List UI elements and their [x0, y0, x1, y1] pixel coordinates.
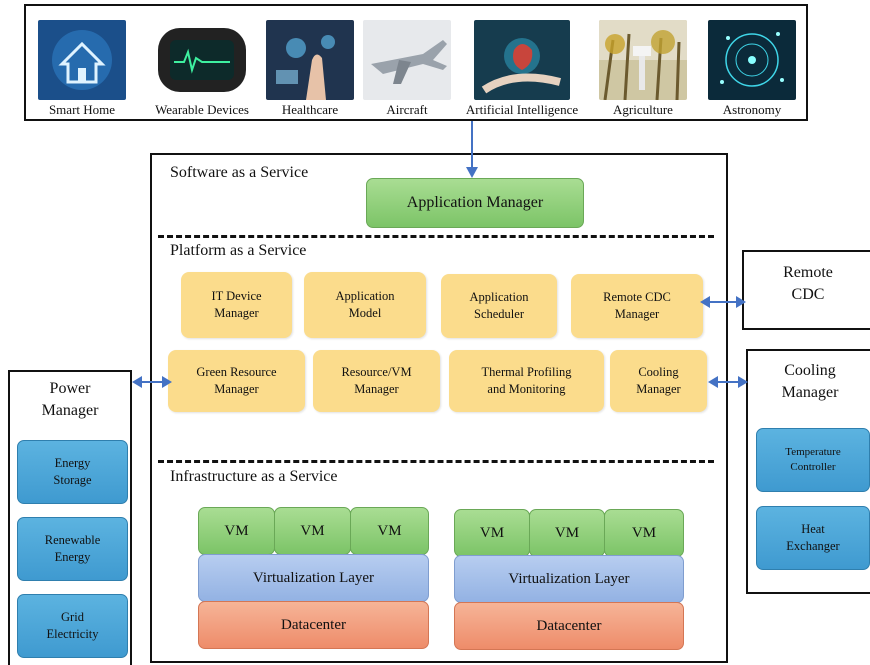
- aircraft-icon: [363, 20, 451, 100]
- cooling-manager-panel: [746, 349, 870, 594]
- temperature-controller-box: Temperature Controller: [756, 428, 870, 492]
- vm-box: VM: [198, 507, 275, 555]
- remote-cdc-panel: [742, 250, 870, 330]
- arrow-apps-to-saas: [466, 121, 478, 178]
- app-label: Wearable Devices: [155, 102, 249, 117]
- vm-box: VM: [350, 507, 429, 555]
- cooling-manager-box: Cooling Manager: [610, 350, 707, 412]
- remote-cdc-manager-box: Remote CDC Manager: [571, 274, 703, 338]
- datacenter-box: Datacenter: [198, 601, 429, 649]
- application-model-box: Application Model: [304, 272, 426, 338]
- power-manager-title: Power Manager: [41, 380, 99, 420]
- app-aircraft: Aircraft: [362, 20, 452, 118]
- it-device-manager-box: IT Device Manager: [181, 272, 292, 338]
- app-label: Smart Home: [48, 102, 116, 117]
- vm-box: VM: [454, 509, 530, 557]
- vm-box: VM: [604, 509, 684, 557]
- green-resource-manager-box: Green Resource Manager: [168, 350, 305, 412]
- thermal-profiling-box: Thermal Profiling and Monitoring: [449, 350, 604, 412]
- application-scheduler-box: Application Scheduler: [441, 274, 557, 338]
- arrow-cooling-manager: [708, 376, 748, 388]
- power-manager-panel: [8, 370, 132, 665]
- artificial-intelligence-icon: [474, 20, 570, 100]
- renewable-energy-box: Renewable Energy: [17, 517, 128, 581]
- paas-iaas-divider: [158, 460, 714, 463]
- agriculture-icon: [599, 20, 687, 100]
- app-label: Aircraft: [386, 102, 428, 117]
- vm-box: VM: [274, 507, 351, 555]
- heat-exchanger-box: Heat Exchanger: [756, 506, 870, 570]
- app-artificial-intelligence: Artificial Intelligence: [452, 20, 592, 118]
- applications-panel: Smart Home Wearable Devices Healthcare: [24, 4, 808, 121]
- arrow-remote-cdc: [700, 296, 746, 308]
- vm-box: VM: [529, 509, 605, 557]
- wearable-devices-icon: [152, 20, 252, 100]
- astronomy-icon: [708, 20, 796, 100]
- smart-home-icon: [38, 20, 126, 100]
- resource-vm-manager-box: Resource/VM Manager: [313, 350, 440, 412]
- app-smart-home: Smart Home: [32, 20, 132, 118]
- paas-title: Platform as a Service: [170, 242, 307, 259]
- app-wearable-devices: Wearable Devices: [142, 20, 262, 118]
- app-label: Healthcare: [281, 102, 339, 117]
- virtualization-layer-box: Virtualization Layer: [454, 555, 684, 603]
- saas-title: Software as a Service: [170, 164, 309, 181]
- app-label: Astronomy: [722, 102, 782, 117]
- app-label: Artificial Intelligence: [465, 102, 579, 117]
- datacenter-box: Datacenter: [454, 602, 684, 650]
- healthcare-icon: [266, 20, 354, 100]
- app-agriculture: Agriculture: [598, 20, 688, 118]
- remote-cdc-title: Remote CDC: [783, 264, 833, 304]
- app-astronomy: Astronomy: [702, 20, 802, 118]
- virtualization-layer-box: Virtualization Layer: [198, 554, 429, 602]
- app-healthcare: Healthcare: [262, 20, 358, 118]
- application-manager-box: Application Manager: [366, 178, 584, 228]
- grid-electricity-box: Grid Electricity: [17, 594, 128, 658]
- iaas-title: Infrastructure as a Service: [170, 468, 338, 485]
- saas-paas-divider: [158, 235, 714, 238]
- arrow-power-manager: [132, 376, 172, 388]
- cooling-manager-title: Cooling Manager: [781, 362, 839, 402]
- app-label: Agriculture: [613, 102, 673, 117]
- energy-storage-box: Energy Storage: [17, 440, 128, 504]
